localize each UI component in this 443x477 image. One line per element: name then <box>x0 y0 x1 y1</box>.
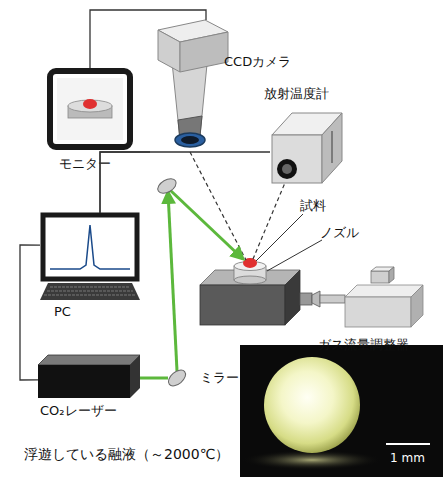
mirror: ミラー <box>168 368 186 388</box>
radiation-thermometer-shape <box>270 105 342 185</box>
scale-label: 1 mm <box>390 450 434 466</box>
radiation-thermometer: 放射温度計 <box>270 105 342 185</box>
sample-stage <box>200 258 300 325</box>
node-label: 放射温度計 <box>264 86 354 102</box>
laser-beam <box>168 192 177 371</box>
melt-photo <box>240 345 443 477</box>
signal-wire <box>90 10 206 68</box>
camera-sightline <box>190 152 246 260</box>
upper-mirror <box>155 176 178 196</box>
laser-beam <box>170 190 243 259</box>
node-label: モニター <box>59 156 139 172</box>
ccd-camera-shape <box>150 20 230 152</box>
pc-shape <box>40 213 140 300</box>
callout-label: ノズル <box>320 225 370 241</box>
callout-label: 試料 <box>300 198 340 214</box>
leader-line <box>267 240 322 271</box>
node-label: ガス流量調整器 <box>318 337 428 353</box>
node-label: PC <box>54 304 94 320</box>
ccd-camera: CCDカメラ <box>150 20 230 152</box>
signal-wire <box>100 152 150 213</box>
node-label: ミラー <box>200 370 260 386</box>
gas-flow-controller-shape <box>345 285 423 327</box>
photo-caption: 浮遊している融液（～2000℃） <box>24 446 238 462</box>
signal-wire <box>100 152 270 213</box>
gas-flow-controller: ガス流量調整器 <box>345 285 423 327</box>
co2-laser-shape <box>38 355 140 398</box>
node-label: CCDカメラ <box>224 54 314 70</box>
gas-hose <box>300 291 345 307</box>
control-wire <box>20 245 40 380</box>
monitor-shape <box>47 68 133 150</box>
monitor: モニター <box>47 68 133 150</box>
node-label: CO₂レーザー <box>40 403 150 419</box>
laser-beam <box>140 377 168 380</box>
co2-laser: CO₂レーザー <box>38 355 140 398</box>
pc: PC <box>40 213 140 300</box>
mirror-shape <box>168 368 186 388</box>
leader-line <box>256 214 303 261</box>
